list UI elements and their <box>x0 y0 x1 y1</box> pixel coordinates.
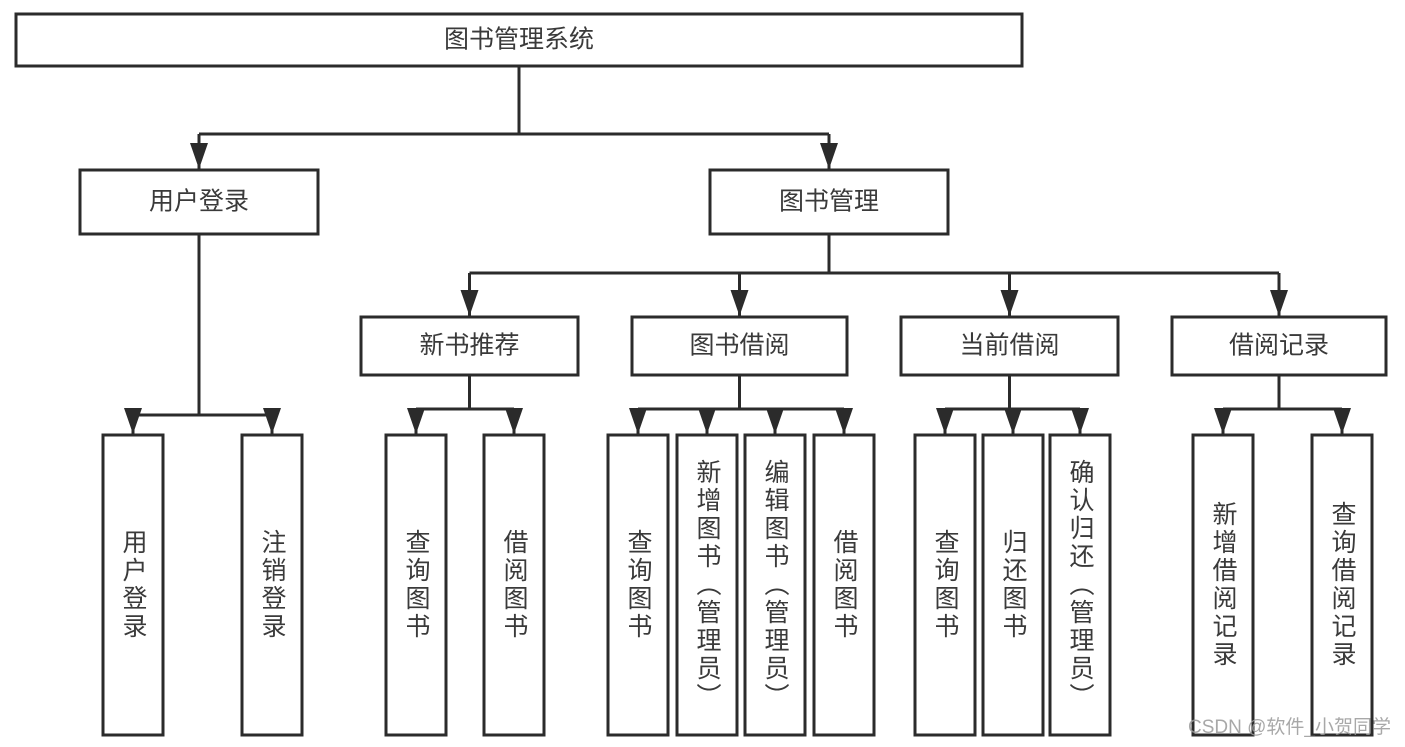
node-leaf-0-rect <box>101 433 165 737</box>
arrow-head-icon-leaf-1-0 <box>407 408 425 434</box>
arrow-head-icon-leaf-4-0 <box>1214 408 1232 434</box>
node-leaf-10-rect <box>1048 433 1112 737</box>
node-leaf-7[interactable] <box>812 433 876 737</box>
node-level3-0-rect <box>359 315 580 377</box>
node-leaf-9[interactable] <box>981 433 1045 737</box>
node-level2-1-rect <box>708 168 950 236</box>
node-level2-0[interactable] <box>78 168 320 236</box>
node-leaf-2[interactable] <box>384 433 448 737</box>
arrow-head-icon-level2-0 <box>190 143 208 169</box>
node-leaf-2-rect <box>384 433 448 737</box>
node-leaf-9-rect <box>981 433 1045 737</box>
arrow-head-icon-leaf-2-2 <box>766 408 784 434</box>
node-level2-0-label: 用户登录 <box>149 188 249 216</box>
node-leaf-12[interactable] <box>1310 433 1374 737</box>
arrow-head-icon-leaf-3-0 <box>936 408 954 434</box>
node-root[interactable] <box>14 12 1024 68</box>
node-leaf-5[interactable] <box>675 433 739 737</box>
arrow-head-icon-leaf-4-1 <box>1333 408 1351 434</box>
node-leaf-8-rect <box>913 433 977 737</box>
arrow-head-icon-level3-0 <box>460 290 479 316</box>
node-level3-3[interactable] <box>1170 315 1388 377</box>
node-level3-0-label: 新书推荐 <box>419 332 519 360</box>
arrow-head-icon-leaf-3-1 <box>1004 408 1022 434</box>
arrow-head-icon-level3-1 <box>730 290 749 316</box>
node-root-label: 图书管理系统 <box>444 26 594 54</box>
node-leaf-11[interactable] <box>1191 433 1255 737</box>
node-leaf-3[interactable] <box>482 433 546 737</box>
arrow-head-icon-leaf-0-0 <box>124 408 142 434</box>
node-leaf-3-rect <box>482 433 546 737</box>
arrow-head-icon-level2-1 <box>820 143 838 169</box>
node-leaf-1-rect <box>240 433 304 737</box>
node-level3-2[interactable] <box>899 315 1120 377</box>
node-root-rect <box>14 12 1024 68</box>
arrow-head-icon-level3-2 <box>1000 290 1019 316</box>
node-level2-1-label: 图书管理 <box>779 188 879 216</box>
node-level2-1[interactable] <box>708 168 950 236</box>
node-level3-0[interactable] <box>359 315 580 377</box>
node-leaf-11-rect <box>1191 433 1255 737</box>
node-leaf-12-rect <box>1310 433 1374 737</box>
connector-layer <box>124 66 1351 434</box>
node-level3-1[interactable] <box>630 315 849 377</box>
node-leaf-8[interactable] <box>913 433 977 737</box>
node-level2-0-rect <box>78 168 320 236</box>
arrow-head-icon-leaf-2-1 <box>698 408 716 434</box>
node-level3-2-label: 当前借阅 <box>959 332 1059 360</box>
node-leaf-7-rect <box>812 433 876 737</box>
node-level3-1-rect <box>630 315 849 377</box>
watermark-text: CSDN @软件_小贺同学 <box>1188 717 1391 738</box>
node-level3-1-label: 图书借阅 <box>689 332 789 360</box>
arrow-head-icon-leaf-0-1 <box>263 408 281 434</box>
node-leaf-10[interactable] <box>1048 433 1112 737</box>
arrow-head-icon-leaf-2-0 <box>629 408 647 434</box>
arrow-head-icon-leaf-3-2 <box>1071 408 1089 434</box>
arrow-head-icon-leaf-1-1 <box>505 408 523 434</box>
arrow-head-icon-leaf-2-3 <box>835 408 853 434</box>
node-level3-2-rect <box>899 315 1120 377</box>
arrow-head-icon-level3-3 <box>1270 290 1288 316</box>
node-leaf-5-rect <box>675 433 739 737</box>
node-leaf-4-rect <box>606 433 670 737</box>
node-leaf-4[interactable] <box>606 433 670 737</box>
node-level3-3-rect <box>1170 315 1388 377</box>
node-leaf-0[interactable] <box>101 433 165 737</box>
node-leaf-1[interactable] <box>240 433 304 737</box>
node-level3-3-label: 借阅记录 <box>1229 332 1329 360</box>
node-leaf-6-rect <box>743 433 807 737</box>
node-leaf-6[interactable] <box>743 433 807 737</box>
